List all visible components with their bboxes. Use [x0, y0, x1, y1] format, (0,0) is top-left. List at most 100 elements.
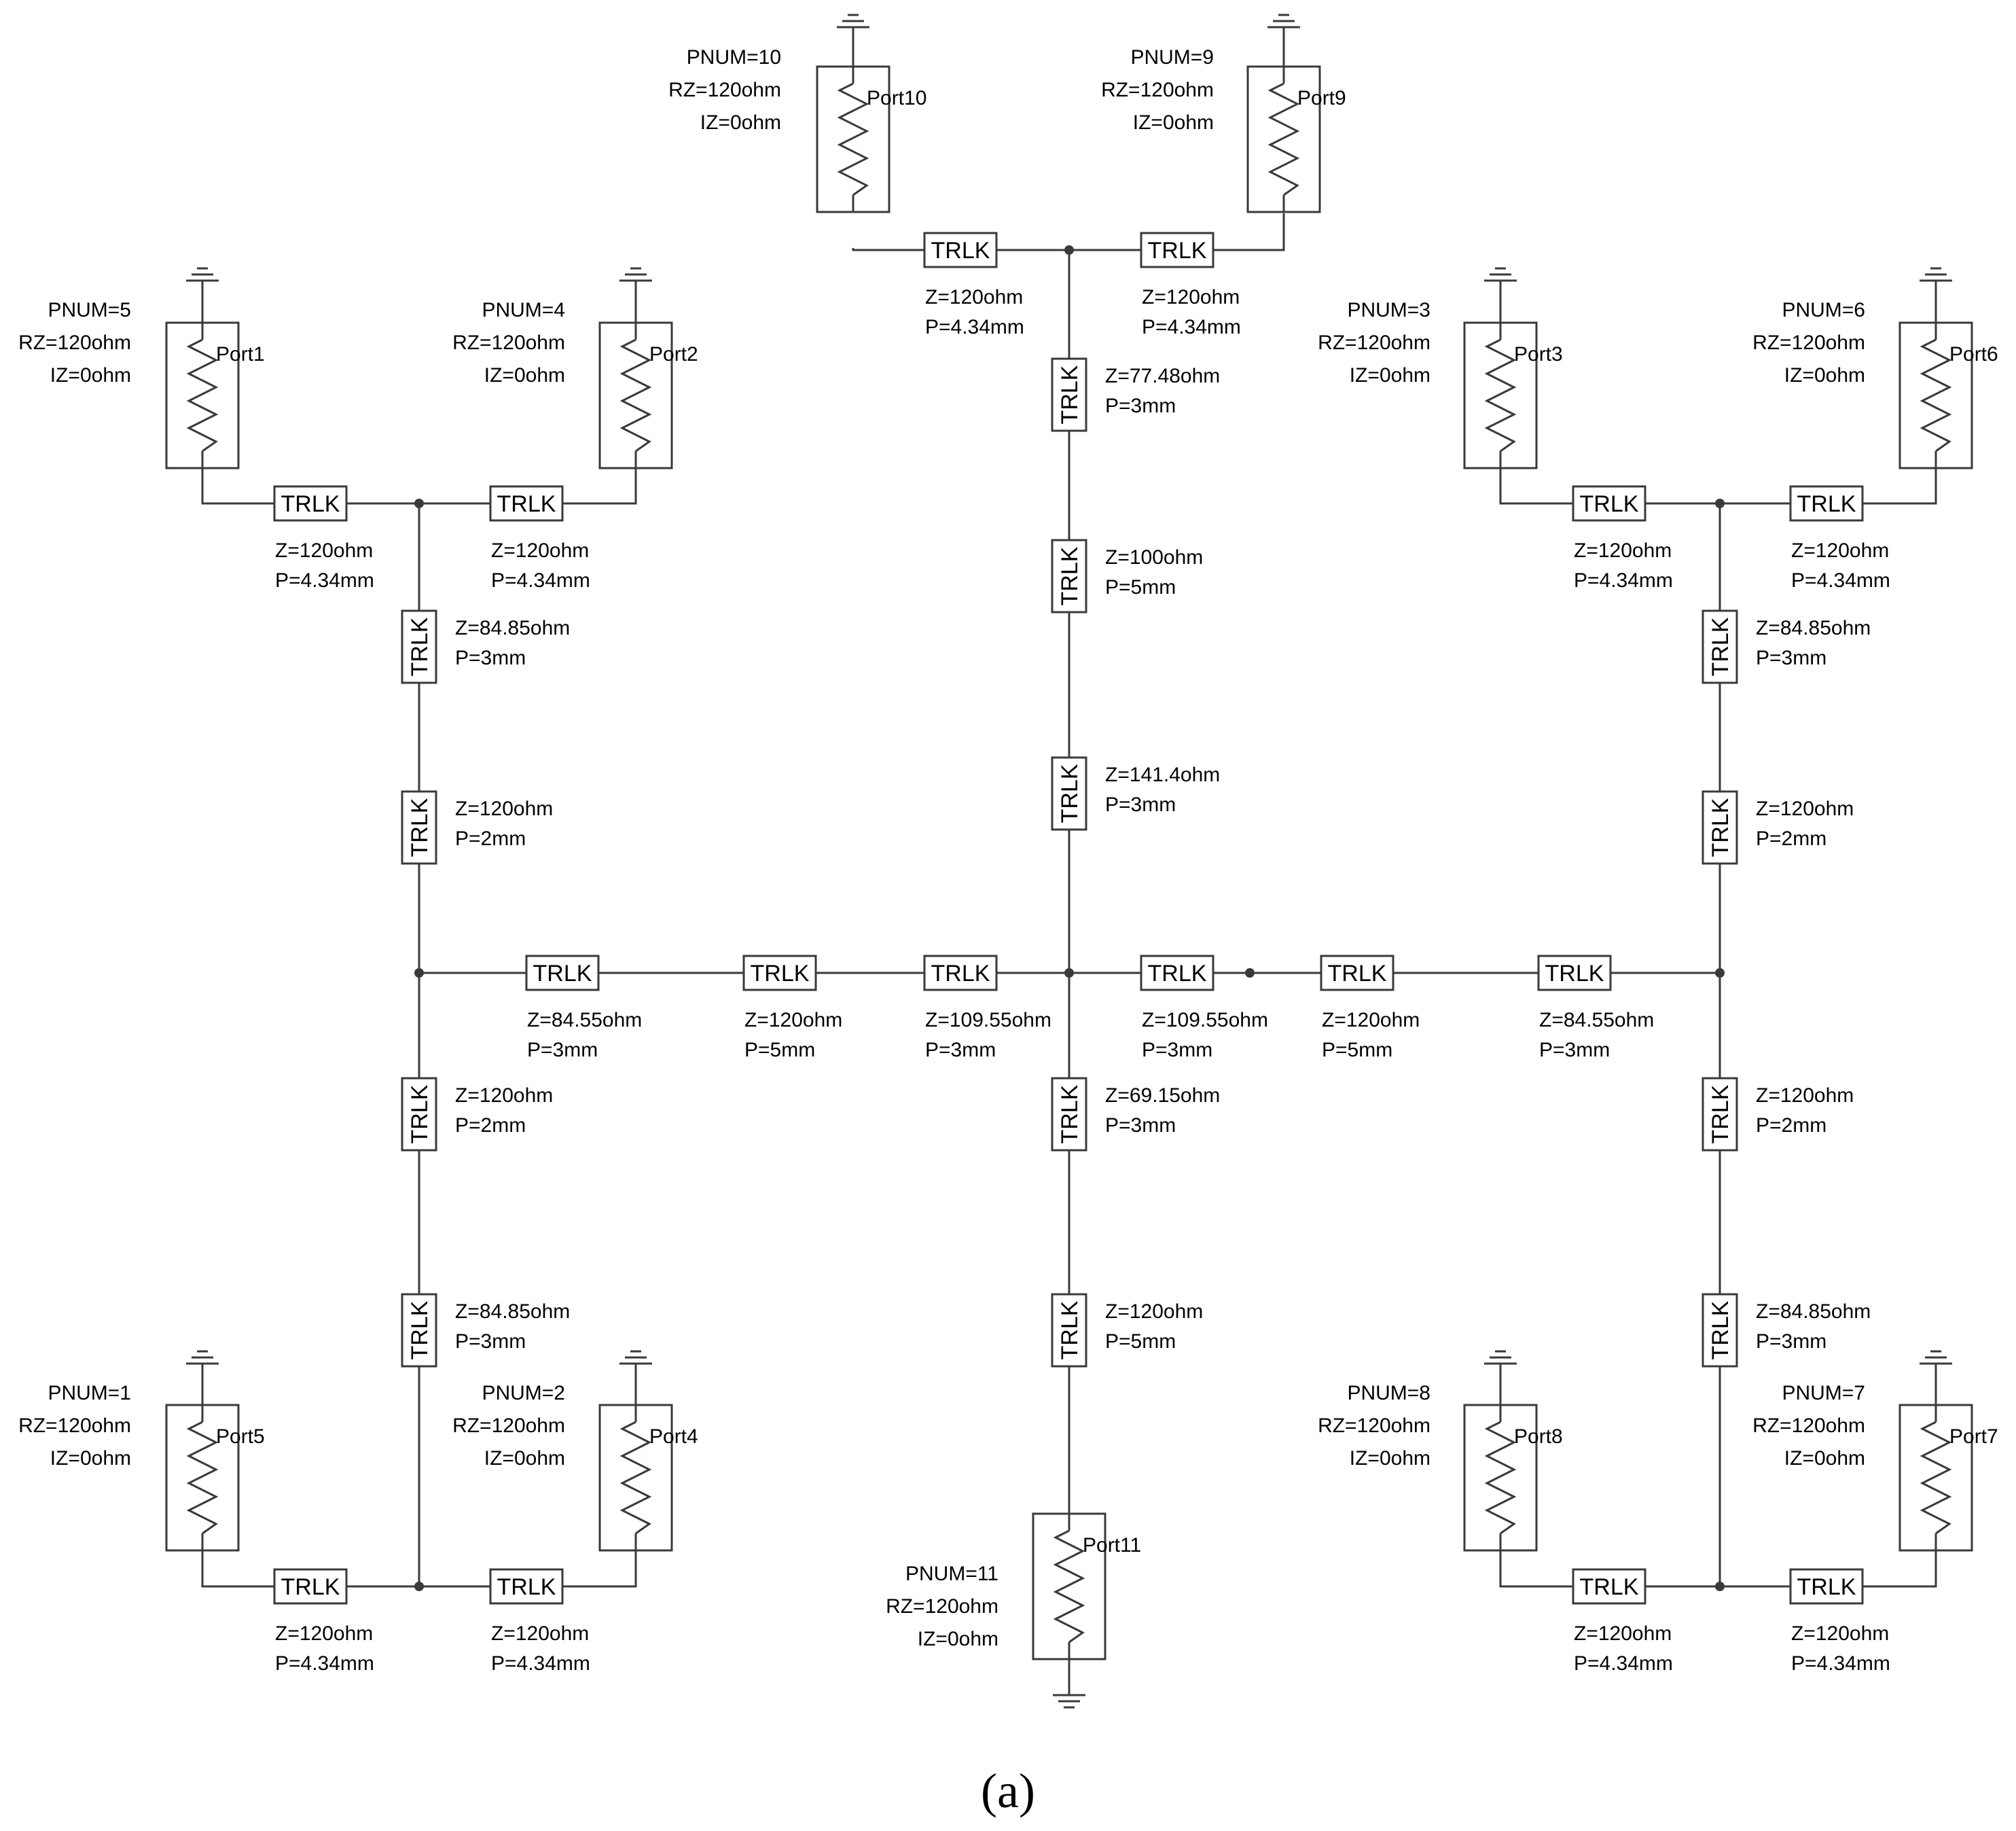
junction-dot	[1715, 968, 1725, 978]
line-impedance-label: Z=84.85ohm	[1756, 1300, 1871, 1323]
line-impedance-label: Z=120ohm	[1574, 539, 1672, 562]
trlk-label: TRLK	[497, 1574, 556, 1600]
ground-icon	[1920, 267, 1952, 282]
port-pnum-label: PNUM=8	[1347, 1382, 1430, 1404]
line-impedance-label: Z=120ohm	[1574, 1622, 1672, 1645]
line-impedance-label: Z=100ohm	[1105, 546, 1203, 569]
port-iz-label: IZ=0ohm	[484, 1447, 565, 1470]
trlk-label: TRLK	[751, 961, 810, 986]
line-length-label: P=5mm	[1105, 1330, 1176, 1353]
line-impedance-label: Z=120ohm	[1105, 1300, 1203, 1323]
port-rz-label: RZ=120ohm	[1318, 332, 1430, 354]
port-box	[598, 321, 673, 469]
line-impedance-label: Z=84.55ohm	[1539, 1009, 1654, 1031]
port-iz-label: IZ=0ohm	[50, 364, 131, 387]
trlk-label: TRLK	[407, 1084, 433, 1143]
trlk-box	[273, 485, 348, 522]
trlk-label: TRLK	[1708, 1084, 1733, 1143]
line-length-label: P=4.34mm	[1791, 569, 1890, 592]
line-length-label: P=2mm	[1756, 1114, 1826, 1137]
trlk-label: TRLK	[1057, 1300, 1083, 1359]
line-length-label: P=3mm	[527, 1039, 598, 1061]
trlk-label: TRLK	[1580, 1574, 1639, 1600]
port-pnum-label: PNUM=3	[1347, 299, 1430, 321]
ground-icon	[1484, 1350, 1517, 1365]
trlk-label: TRLK	[497, 491, 556, 517]
trlk-label: TRLK	[1057, 1084, 1083, 1143]
trlk-label: TRLK	[1057, 546, 1083, 605]
trlk-label: TRLK	[1057, 365, 1083, 424]
line-impedance-label: Z=120ohm	[925, 286, 1023, 308]
trlk-box	[1140, 232, 1214, 268]
ground-icon	[1484, 267, 1517, 282]
resistor-icon	[186, 338, 219, 452]
line-length-label: P=4.34mm	[1574, 1652, 1673, 1675]
line-length-label: P=4.34mm	[1791, 1652, 1890, 1675]
wire	[201, 1550, 274, 1588]
resistor-icon	[837, 82, 869, 196]
trlk-box	[1702, 1293, 1738, 1368]
junction-dot	[1064, 245, 1074, 255]
trlk-label: TRLK	[931, 238, 990, 264]
trlk-box	[1572, 485, 1646, 522]
trlk-box	[1051, 357, 1087, 432]
trlk-label: TRLK	[1580, 491, 1639, 517]
wire	[1499, 1550, 1573, 1588]
port-name-label: Port5	[216, 1425, 265, 1448]
trlk-box	[489, 1568, 564, 1605]
resistor-icon	[1484, 338, 1517, 452]
trlk-label: TRLK	[1708, 617, 1733, 676]
trlk-label: TRLK	[533, 961, 592, 986]
junction-dot	[1715, 1582, 1725, 1591]
line-impedance-label: Z=120ohm	[1142, 286, 1240, 308]
port-name-label: Port11	[1083, 1534, 1141, 1557]
trlk-box	[401, 790, 437, 865]
port-pnum-label: PNUM=7	[1782, 1382, 1865, 1404]
line-length-label: P=4.34mm	[275, 1652, 374, 1675]
ground-icon	[619, 1350, 652, 1365]
line-impedance-label: Z=141.4ohm	[1105, 764, 1220, 786]
trlk-box	[1320, 955, 1394, 991]
junction-dot	[1715, 499, 1725, 508]
trlk-box	[923, 232, 998, 268]
junction-dot	[1245, 968, 1255, 978]
trlk-label: TRLK	[407, 617, 433, 676]
resistor-icon	[1920, 1421, 1952, 1535]
trlk-box	[1051, 539, 1087, 614]
wire	[562, 1550, 637, 1588]
port-box	[165, 321, 240, 469]
ground-icon	[837, 14, 869, 29]
line-impedance-label: Z=120ohm	[1756, 798, 1854, 820]
line-length-label: P=4.34mm	[925, 316, 1024, 338]
line-length-label: P=2mm	[455, 828, 526, 850]
line-length-label: P=3mm	[455, 647, 526, 669]
port-box	[165, 1404, 240, 1552]
port-name-label: Port9	[1297, 87, 1346, 109]
line-length-label: P=5mm	[1105, 576, 1176, 599]
trlk-label: TRLK	[1057, 764, 1083, 823]
trlk-box	[525, 955, 600, 991]
trlk-box	[401, 1293, 437, 1368]
line-impedance-label: Z=120ohm	[275, 1622, 373, 1645]
port-pnum-label: PNUM=4	[482, 299, 565, 321]
port-rz-label: RZ=120ohm	[452, 332, 565, 354]
